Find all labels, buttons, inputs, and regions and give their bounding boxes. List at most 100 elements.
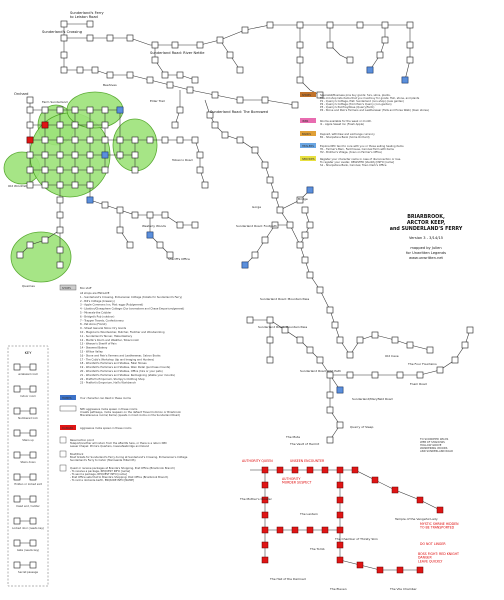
- red-room: [261, 526, 269, 534]
- room: [451, 356, 459, 364]
- room: [426, 346, 434, 354]
- room: [131, 151, 139, 159]
- room: [201, 181, 209, 189]
- label-old-cave: Old Cave: [385, 354, 399, 358]
- room: [191, 136, 199, 144]
- key-symbol: [29, 561, 37, 569]
- label-road-mountain: Sunderland Road: Mountain Pass: [258, 325, 308, 329]
- shop-list-item: 21 - Wrenfeld's Hammers and Stables: Rei…: [80, 373, 175, 377]
- label-old-windmill: Old Windmill: [8, 184, 27, 188]
- label-mute: The Mute: [285, 435, 300, 439]
- room: [271, 221, 279, 229]
- legend-resurrection-icon: [59, 436, 67, 444]
- shop-list-item: 9 - Street General Store: Dry Goods: [80, 326, 127, 330]
- room: [131, 136, 139, 144]
- room: [71, 121, 79, 129]
- room: [296, 21, 304, 29]
- room: [60, 34, 68, 42]
- room: [101, 136, 109, 144]
- red-room: [276, 526, 284, 534]
- label-quarries: Quarries: [22, 284, 35, 288]
- red-room: [306, 526, 314, 534]
- key-symbol: [13, 451, 21, 459]
- legend-badge-banks-text: BANKS: [302, 132, 311, 136]
- room: [56, 246, 64, 254]
- room: [161, 211, 169, 219]
- red-room: [291, 466, 299, 474]
- label-river-nettle: Sunderland Road: River Nettle: [150, 51, 205, 55]
- key-item-label: Secret passage: [18, 570, 38, 574]
- room: [236, 136, 244, 144]
- room: [176, 71, 184, 79]
- room: [56, 166, 64, 174]
- room: [41, 106, 49, 114]
- shop-list-item: 7 - Trapper Travels, Confectionery: [80, 318, 124, 322]
- label-boar: The Four Fountains: [407, 362, 437, 366]
- key-symbol: [13, 429, 21, 437]
- room: [211, 121, 219, 129]
- key-item-label: Dead end / ladder: [16, 504, 40, 508]
- room: [406, 341, 414, 349]
- room: [41, 166, 49, 174]
- room: [406, 56, 414, 64]
- label-hermits: The Vault of Hermit: [289, 442, 320, 446]
- legend-npc-text: NPC aggressive mobs spawn in these rooms…: [80, 407, 181, 417]
- room: [336, 336, 344, 344]
- room: [101, 201, 109, 209]
- label-road-pass: Sunderland Road: Mountain Pass: [260, 297, 310, 301]
- key-item-label: Stairs up: [22, 438, 34, 442]
- legend-services-text: Register your character name in case of …: [320, 157, 401, 167]
- room: [371, 371, 379, 379]
- label-sunderland-crossing: Sunderland's Crossing: [42, 30, 82, 34]
- room: [126, 71, 134, 79]
- blue-room: [306, 186, 314, 194]
- room: [266, 356, 274, 364]
- shop-list-item: 2 - Bill's Cottage (brewery): [80, 299, 115, 303]
- key-item-label: Indoor room: [20, 394, 36, 398]
- red-room: [261, 481, 269, 489]
- label-road-wet: Sunderland Road: Wet Path: [300, 369, 341, 373]
- room: [396, 371, 404, 379]
- shop-list-item: 17 - The Cobb's Workshop (tip and Imagin…: [80, 357, 154, 361]
- room: [171, 41, 179, 49]
- red-room: [261, 496, 269, 504]
- red-room: [396, 566, 404, 574]
- blue-room: [401, 76, 409, 84]
- key-symbol: [29, 385, 37, 393]
- label-gorge: Gorge: [252, 205, 261, 209]
- red-room: [436, 506, 444, 514]
- room: [101, 106, 109, 114]
- red-notes: AUTHORITY QUEEN UNSEEN ENCOUNTER AUTHORI…: [242, 459, 459, 563]
- room: [266, 316, 274, 324]
- label-house-sleep: Quarry of Sleep: [350, 425, 374, 429]
- red-room: [356, 561, 364, 569]
- room: [376, 51, 384, 59]
- key-symbol: [29, 495, 37, 503]
- red-room: [416, 566, 424, 574]
- room: [86, 181, 94, 189]
- room: [86, 20, 94, 28]
- room: [101, 166, 109, 174]
- room: [306, 221, 314, 229]
- label-bridge: Bridge: [298, 197, 308, 201]
- legend-badge-services-text: SERVICES: [302, 157, 315, 161]
- zone-south-quarry: [10, 231, 72, 283]
- label-tomb: The Tomb: [309, 547, 325, 551]
- room: [56, 226, 64, 234]
- room: [391, 336, 399, 344]
- legend-badge-inns-text: INNS: [302, 119, 309, 123]
- room: [191, 76, 199, 84]
- room: [156, 241, 164, 249]
- legend-badge-homes: [60, 395, 76, 400]
- key-symbol: [29, 363, 37, 371]
- room: [326, 371, 334, 379]
- legend-badge-healers: [300, 143, 316, 148]
- shop-list-item: 12 - Martin's Room and Weather, Tobaccon…: [80, 338, 139, 342]
- room: [101, 121, 109, 129]
- label-lantern: The Lantern: [299, 512, 318, 516]
